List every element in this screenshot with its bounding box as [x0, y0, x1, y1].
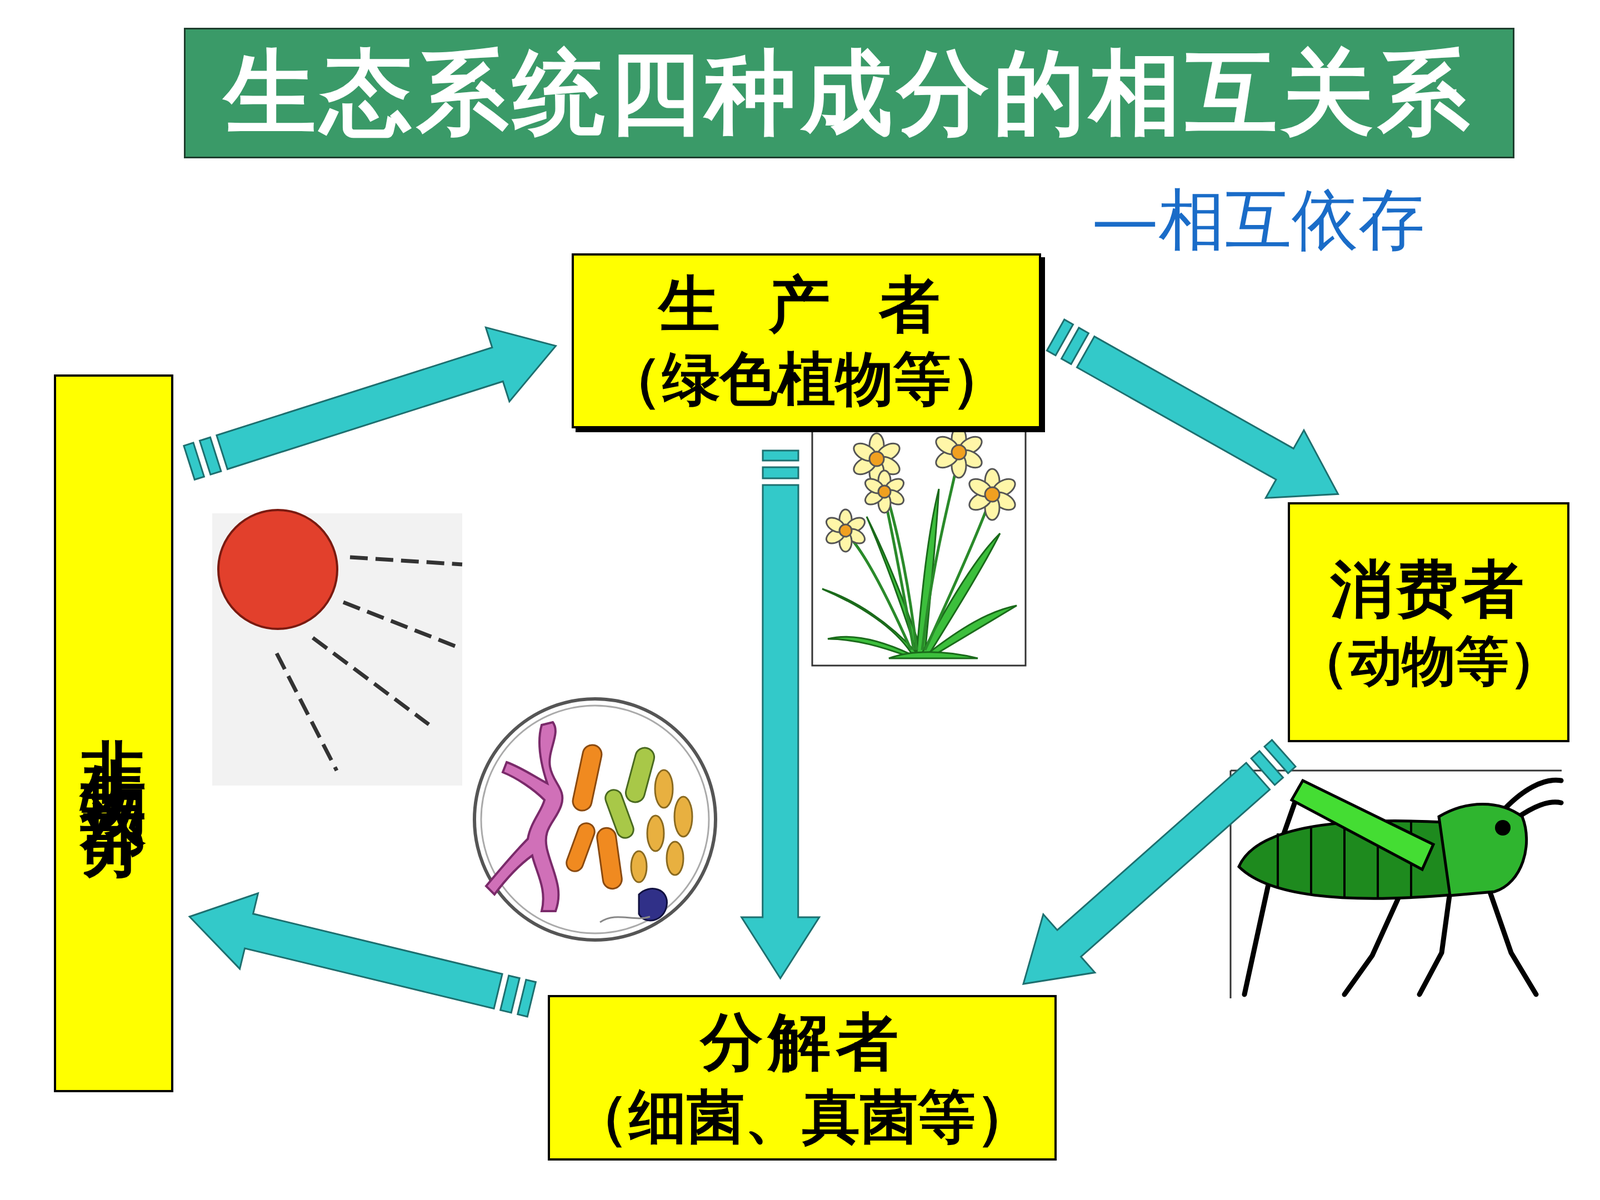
arrow-tail-dash: [183, 442, 205, 480]
microbe-circle-part-part: [623, 745, 657, 804]
component-box: 消费者（动物等）: [1287, 502, 1570, 743]
grasshopper-picture-part-part: [1344, 894, 1400, 995]
flow-arrow: [1046, 319, 1338, 498]
plant-picture-part-part-part: [951, 445, 967, 460]
sun-picture-part: [218, 510, 338, 629]
flow-arrow: [1023, 740, 1296, 984]
node-heading: 生 产 者: [658, 266, 955, 344]
arrow-tail-dash: [1264, 740, 1296, 774]
component-box: 分解者（细菌、真菌等）: [547, 995, 1057, 1161]
arrow-body: [741, 485, 820, 979]
plant-picture-part: [848, 458, 990, 650]
arrow-tail-dash: [517, 980, 537, 1018]
microbe-circle-part: [481, 705, 709, 934]
node-subtitle: （动物等）: [1295, 627, 1563, 695]
grasshopper-picture-part: [1230, 770, 1232, 999]
microbe-circle-part-part: [571, 743, 604, 813]
plant-picture-part: [823, 426, 1019, 552]
arrow-body: [216, 327, 557, 469]
microbe-circle: [474, 698, 716, 940]
arrow-tail-dash: [1061, 327, 1089, 365]
microbe-circle-part: [600, 916, 650, 923]
arrow-tail-dash: [1046, 319, 1073, 356]
plant-picture-part-part: [925, 500, 990, 650]
plant-picture-part-part: [823, 509, 868, 552]
plant-picture-part-part: [862, 470, 907, 513]
flow-arrow: [741, 450, 820, 979]
microbe-circle-part-part: [655, 770, 673, 808]
plant-picture-part: [822, 488, 1017, 659]
grasshopper-picture-part-part: [1310, 827, 1313, 895]
grasshopper-picture-part: [1230, 770, 1562, 772]
sun-picture-part-part: [312, 637, 429, 725]
plant-picture-part-part-part: [878, 485, 891, 498]
grasshopper-picture-part: [1291, 780, 1434, 870]
arrow-tail-dash: [500, 975, 520, 1013]
microbe-circle-part: [474, 698, 716, 940]
node-heading: 消费者: [1330, 550, 1528, 628]
grasshopper-picture-part: [1495, 820, 1511, 836]
grasshopper-picture-part: [1438, 804, 1527, 897]
node-heading: 非生物部分: [72, 686, 155, 781]
plant-picture-part-part-part: [839, 524, 852, 537]
sun-picture-part: [276, 557, 463, 771]
subtitle-label: —相互依存: [1091, 183, 1425, 257]
arrow-body: [1023, 762, 1270, 984]
grasshopper-picture-part-part: [1488, 888, 1537, 995]
component-box: 生 产 者（绿色植物等）: [571, 253, 1042, 429]
node-heading: 分解者: [700, 1002, 904, 1081]
sun-picture: [212, 510, 463, 786]
microbe-circle-part-part: [603, 787, 637, 841]
plant-picture-part-part: [850, 433, 903, 485]
microbe-circle-part-part: [631, 851, 647, 883]
flow-arrow: [183, 327, 557, 480]
node-subtitle: （细菌、真菌等）: [571, 1080, 1034, 1153]
sun-picture-part-part: [343, 602, 460, 648]
microbe-circle-part: [631, 770, 693, 883]
arrow-tail-dash: [1251, 751, 1283, 785]
node-subtitle: （绿色植物等）: [604, 342, 1009, 415]
arrow-tail-dash: [762, 450, 799, 461]
plant-picture-part-part: [884, 497, 914, 650]
plant-picture-part-part: [932, 426, 985, 478]
grasshopper-picture-part-part: [1343, 825, 1346, 898]
arrow-body: [1077, 336, 1339, 499]
microbe-circle-part: [486, 722, 563, 912]
arrow-tail-dash: [200, 437, 222, 475]
plant-picture: [812, 426, 1026, 666]
flow-arrow: [189, 893, 536, 1017]
microbe-circle-part-part: [647, 815, 664, 852]
plant-picture-part-part: [888, 652, 978, 659]
title-banner: 生态系统四种成分的相互关系: [183, 27, 1515, 159]
title-text: 生态系统四种成分的相互关系: [224, 47, 1474, 139]
arrow-tail-dash: [762, 467, 799, 479]
plant-picture-part-part: [966, 468, 1018, 520]
plant-picture-part-part-part: [985, 487, 1000, 502]
microbe-circle-part-part: [564, 821, 598, 874]
microbe-circle-part-part: [674, 796, 693, 837]
grasshopper-picture: [1230, 770, 1562, 999]
arrow-body: [189, 893, 503, 1009]
plant-picture-part-part-part: [869, 451, 884, 467]
plant-picture-part-part: [922, 458, 959, 650]
component-box: 非生物部分: [53, 374, 174, 1093]
plant-picture-part-part: [848, 536, 912, 650]
plant-picture-part: [812, 426, 1026, 666]
plant-picture-part-part: [926, 605, 1017, 656]
plant-picture-part-part: [827, 636, 912, 657]
sun-picture-part-part: [276, 653, 337, 771]
grasshopper-picture-part-part: [1276, 833, 1279, 889]
grasshopper-picture-part-part: [1419, 891, 1450, 995]
sun-picture-part-part: [350, 557, 463, 565]
microbe-circle-part: [638, 888, 667, 921]
microbe-circle-part-part: [666, 841, 684, 875]
